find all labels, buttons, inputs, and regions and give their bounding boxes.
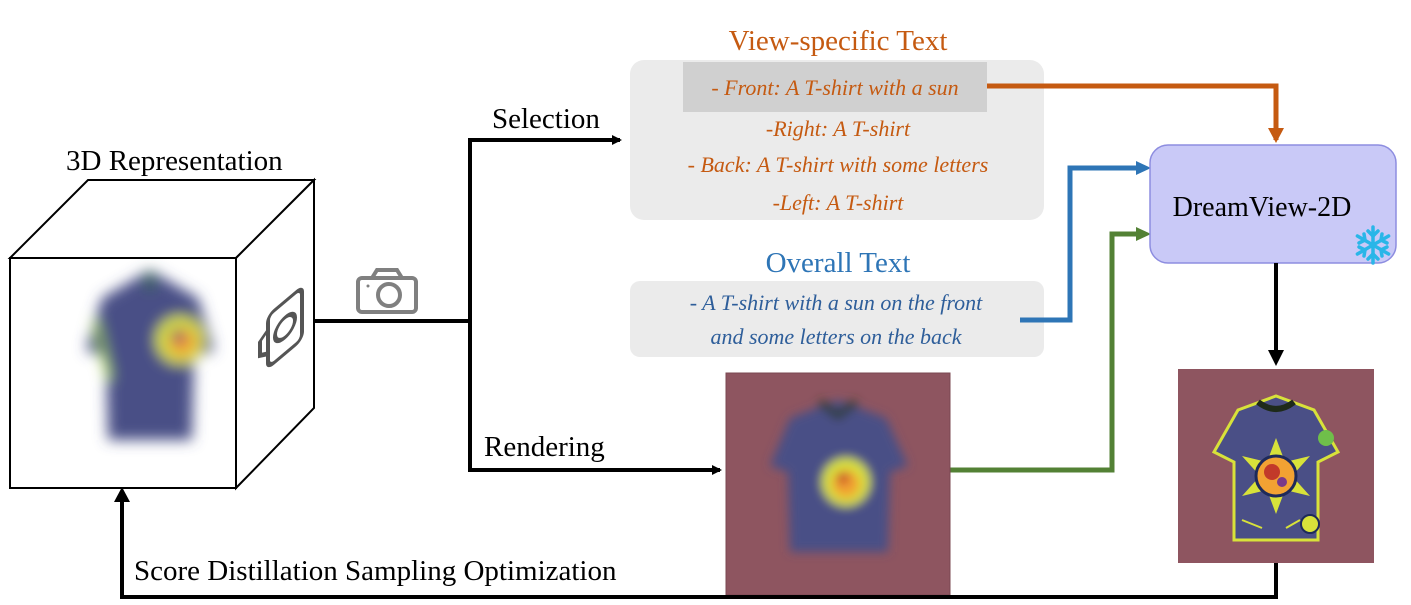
view-specific-title: View-specific Text [729, 25, 948, 57]
view-prompt-back: - Back: A T-shirt with some letters [688, 152, 989, 177]
view-specific-arrowhead [1268, 128, 1284, 143]
overall-title: Overall Text [766, 247, 911, 279]
view-prompt-right: -Right: A T-shirt [766, 116, 911, 141]
view-prompt-front: - Front: A T-shirt with a sun [711, 75, 958, 100]
generated-view-image [1178, 369, 1374, 563]
overall-box [630, 281, 1044, 357]
optimization-feedback-arrow [120, 500, 1278, 599]
camera-icon [258, 287, 304, 368]
representation-label: 3D Representation [66, 145, 283, 177]
overall-prompt-line-2: and some letters on the back [710, 324, 962, 349]
overall-arrow [1020, 165, 1138, 323]
model-output-arrowhead [1268, 350, 1284, 366]
dreamview-2d-box [1149, 144, 1397, 264]
blurred-shirt-3d [86, 270, 214, 440]
selection-label: Selection [492, 103, 600, 135]
view-specific-arrow [987, 83, 1279, 140]
front-prompt-highlight [683, 62, 987, 112]
optimization-feedback-arrowhead [114, 487, 130, 502]
dreamview-2d-label: DreamView-2D [1173, 192, 1352, 223]
overall-arrowhead [1136, 161, 1151, 175]
view-prompt-left: -Left: A T-shirt [773, 190, 905, 215]
overall-prompt-line-1: - A T-shirt with a sun on the front [690, 290, 983, 315]
optimization-label: Score Distillation Sampling Optimization [134, 555, 617, 587]
camera-icon [356, 268, 418, 314]
render-connector [314, 135, 722, 475]
rendering-label: Rendering [484, 431, 605, 463]
render-image-arrowhead [1136, 227, 1151, 241]
render-image-arrow [950, 231, 1138, 473]
rendered-view-image [725, 372, 951, 596]
snowflake-icon [1355, 225, 1391, 265]
